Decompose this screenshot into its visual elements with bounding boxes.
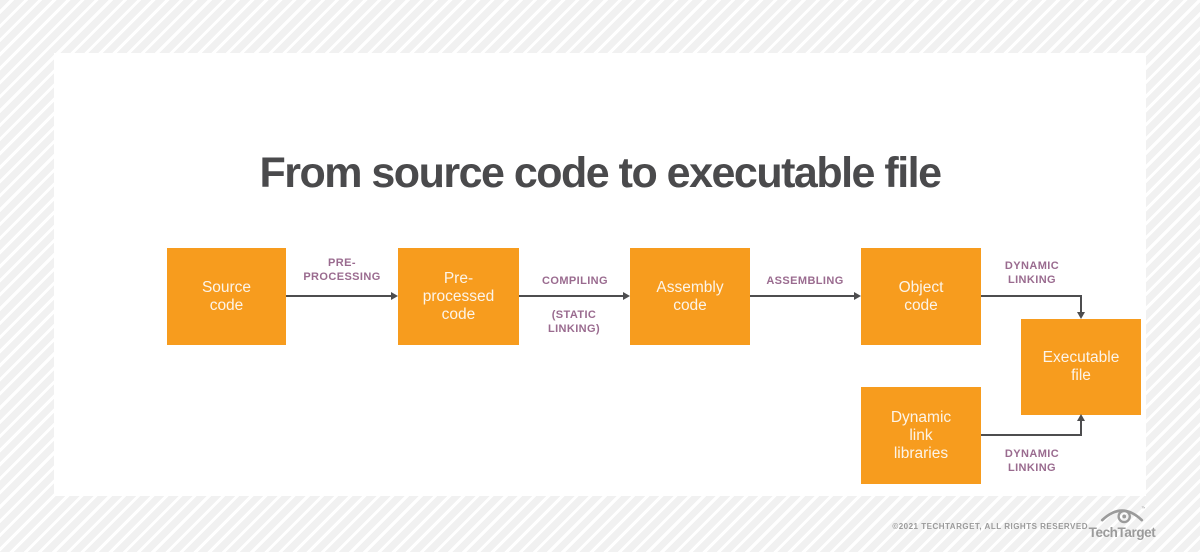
- flow-label-dynamic-linking-bottom: DYNAMIC LINKING: [1004, 448, 1060, 474]
- flow-label-dynamic-linking-top: DYNAMIC LINKING: [1004, 260, 1060, 286]
- node-assembly-code-label: Assembly code: [656, 278, 724, 314]
- eye-icon: ™: [1100, 506, 1145, 524]
- footer: ©2021 TECHTARGET, ALL RIGHTS RESERVED ™ …: [892, 504, 1156, 540]
- node-executable-file-label: Executable file: [1042, 349, 1120, 384]
- node-preprocessed-code-label: Pre- processed code: [422, 269, 495, 323]
- flow-label-assembling: ASSEMBLING: [766, 275, 844, 287]
- svg-text:™: ™: [1141, 506, 1145, 512]
- node-source-code-label: Source code: [201, 278, 252, 314]
- arrow-assembling-head-icon: [854, 292, 861, 300]
- arrow-dynamic-linking-top-head-icon: [1077, 312, 1085, 319]
- arrow-dynamic-linking-top-vline: [1080, 295, 1082, 313]
- page-title: From source code to executable file: [259, 149, 942, 197]
- brand-text: TechTarget: [1088, 525, 1156, 540]
- flow-label-static-linking: (STATIC LINKING): [547, 309, 601, 335]
- copyright-text: ©2021 TECHTARGET, ALL RIGHTS RESERVED: [892, 522, 1088, 531]
- node-source-code: Source code: [167, 248, 286, 345]
- arrow-assembling-line: [750, 295, 855, 297]
- arrow-compiling-head-icon: [623, 292, 630, 300]
- techtarget-logo: ™ TechTarget: [1089, 504, 1156, 540]
- diagram-card: From source code to executable file Sour…: [54, 53, 1146, 496]
- arrow-dynamic-linking-top-hline: [981, 295, 1082, 297]
- node-dynamic-link-libraries: Dynamic link libraries: [861, 387, 981, 484]
- arrow-preprocessing-line: [286, 295, 392, 297]
- arrow-preprocessing-head-icon: [391, 292, 398, 300]
- node-preprocessed-code: Pre- processed code: [398, 248, 519, 345]
- node-object-code: Object code: [861, 248, 981, 345]
- node-assembly-code: Assembly code: [630, 248, 750, 345]
- arrow-dynamic-linking-bottom-hline: [981, 434, 1082, 436]
- arrow-dynamic-linking-bottom-head-icon: [1077, 414, 1085, 421]
- flow-label-preprocessing: PRE- PROCESSING: [303, 257, 381, 283]
- node-object-code-label: Object code: [898, 278, 944, 314]
- flow-label-compiling: COMPILING: [542, 275, 608, 287]
- arrow-dynamic-linking-bottom-vline: [1080, 421, 1082, 435]
- node-executable-file: Executable file: [1021, 319, 1141, 415]
- arrow-compiling-line: [519, 295, 624, 297]
- node-dynamic-link-libraries-label: Dynamic link libraries: [890, 408, 952, 462]
